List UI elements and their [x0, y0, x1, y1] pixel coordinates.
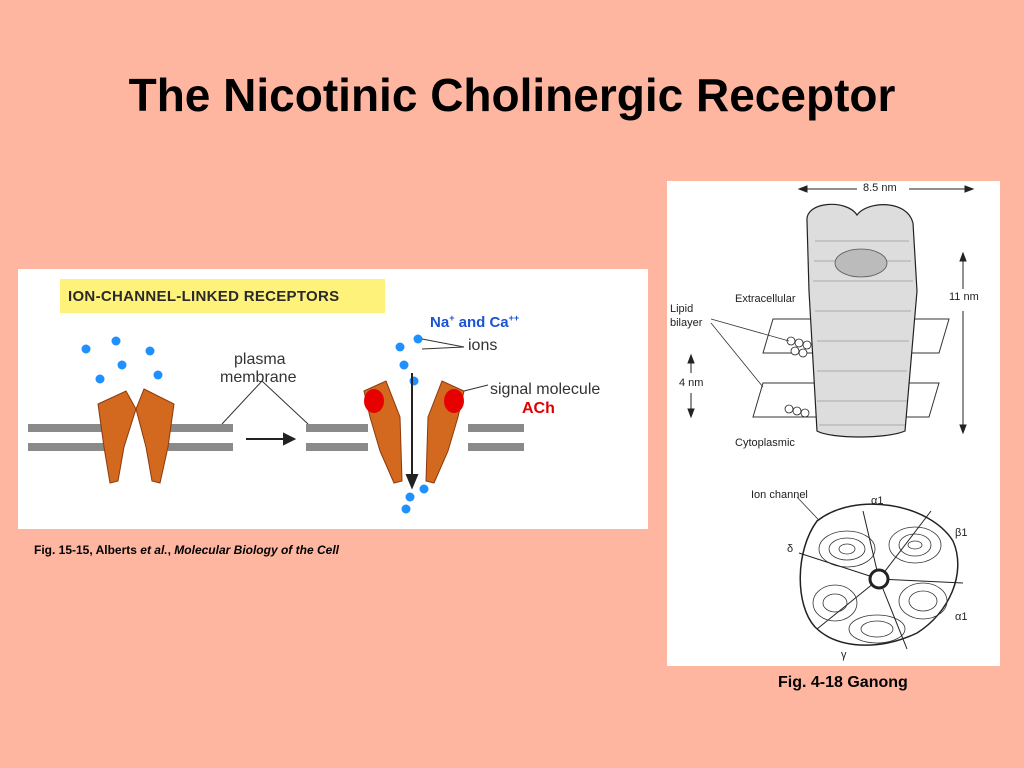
ion-channel-diagram — [28, 334, 524, 514]
bilayer-label: bilayer — [670, 317, 703, 329]
extracellular-label: Extracellular — [735, 293, 796, 305]
lipid-heads — [784, 336, 812, 418]
receptor-body — [806, 203, 918, 438]
depth-label: 4 nm — [679, 377, 704, 389]
receptor-structure-figure: 8.5 nm 11 nm 4 nm Lipid bilayer Extracel… — [667, 181, 1000, 666]
ach-label: ACh — [522, 400, 555, 417]
ion-dots — [81, 334, 429, 514]
ions-label: ions — [468, 337, 498, 354]
transition-arrow — [246, 432, 297, 446]
height-label: 11 nm — [949, 291, 979, 303]
left-caption: Fig. 15-15, Alberts et al., Molecular Bi… — [34, 543, 339, 557]
slide-title: The Nicotinic Cholinergic Receptor — [128, 69, 896, 121]
figure-header-highlight: ION-CHANNEL-LINKED RECEPTORS — [60, 279, 385, 313]
plasma-label: plasma — [234, 351, 286, 368]
delta-label: δ — [787, 543, 794, 555]
receptor-structure-diagram — [687, 185, 975, 650]
lipid-label: Lipid — [670, 303, 694, 315]
leader-lines — [221, 338, 489, 425]
right-caption: Fig. 4-18 Ganong — [778, 674, 908, 691]
ion-channel-cross-section — [798, 503, 964, 650]
cytoplasmic-label: Cytoplasmic — [735, 437, 795, 449]
ion-flow-arrow — [405, 373, 419, 490]
ion-channel-figure: ION-CHANNEL-LINKED RECEPTORS — [18, 269, 648, 529]
membrane-right — [306, 424, 524, 451]
figure-header: ION-CHANNEL-LINKED RECEPTORS — [68, 288, 340, 305]
dimension-arrows — [687, 185, 975, 435]
ion-channel-label: Ion channel — [751, 489, 808, 501]
gamma-label: γ — [841, 649, 847, 661]
signal-molecule-label: signal molecule — [490, 381, 601, 398]
na-ca-label: Na+ and Ca++ — [430, 313, 520, 331]
alpha1-bottom-label: α1 — [955, 611, 968, 623]
membrane-label: membrane — [220, 369, 297, 386]
beta1-label: β1 — [955, 527, 968, 539]
alpha1-top-label: α1 — [871, 495, 884, 507]
membrane-left — [28, 424, 233, 451]
closed-receptor — [97, 388, 175, 484]
signal-molecules — [364, 389, 464, 413]
width-label: 8.5 nm — [863, 182, 897, 194]
